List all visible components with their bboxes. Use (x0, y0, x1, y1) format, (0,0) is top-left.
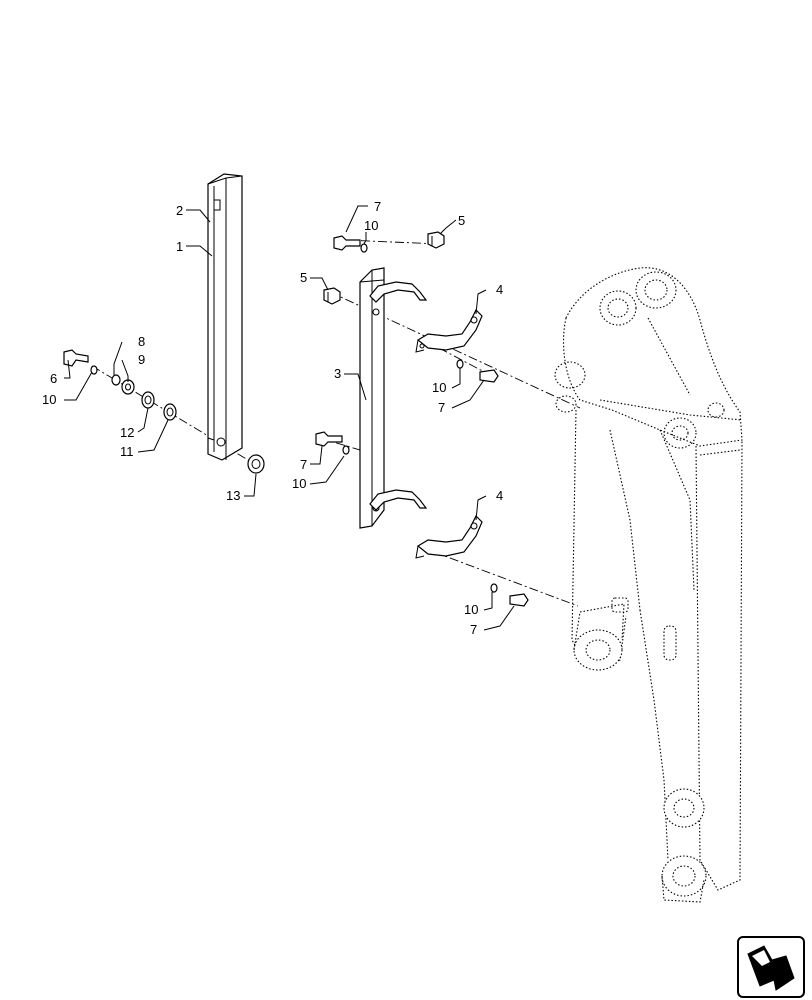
callout-10: 10 (292, 476, 306, 491)
part-11-washer[interactable] (163, 403, 177, 421)
callout-3: 3 (334, 366, 341, 381)
callout-leader-lines (64, 205, 515, 631)
next-page-arrow-icon[interactable] (737, 936, 805, 998)
callout-labels: 2 1 7 10 5 5 4 8 9 6 10 3 10 7 12 11 7 1… (42, 199, 503, 637)
part-7-bolt-d[interactable] (509, 593, 529, 607)
part-7-bolt-c[interactable] (315, 431, 343, 447)
part-13-washer[interactable] (247, 454, 265, 474)
callout-10: 10 (464, 602, 478, 617)
part-8-washer[interactable] (111, 374, 121, 386)
part-4-clamp-lower[interactable] (369, 489, 483, 559)
part-4-clamp-upper[interactable] (369, 281, 483, 353)
callout-7: 7 (374, 199, 381, 214)
part-10-washer-b[interactable] (456, 359, 464, 369)
part-12-washer[interactable] (141, 391, 155, 409)
callout-13: 13 (226, 488, 240, 503)
callout-6: 6 (50, 371, 57, 386)
callout-8: 8 (138, 334, 145, 349)
part-3-plate[interactable] (359, 267, 385, 529)
part-7-bolt-b[interactable] (479, 369, 499, 383)
part-1-long-bar[interactable] (207, 173, 243, 461)
part-7-bolt-a[interactable] (333, 235, 361, 251)
part-9-washer[interactable] (121, 379, 135, 395)
callout-7: 7 (438, 400, 445, 415)
callout-4: 4 (496, 282, 503, 297)
part-10-washer-e[interactable] (90, 365, 98, 375)
callout-2: 2 (176, 203, 183, 218)
part-10-washer-a[interactable] (360, 243, 368, 253)
callout-12: 12 (120, 425, 134, 440)
callout-1: 1 (176, 239, 183, 254)
callout-9: 9 (138, 352, 145, 367)
part-5-clip-lower[interactable] (323, 287, 341, 305)
callout-5: 5 (300, 270, 307, 285)
part-10-washer-d[interactable] (490, 583, 498, 593)
callout-7: 7 (300, 457, 307, 472)
boom-arm-outline (554, 267, 743, 903)
callout-10: 10 (364, 218, 378, 233)
callout-4: 4 (496, 488, 503, 503)
part-5-clip-upper[interactable] (427, 231, 445, 249)
callout-10: 10 (42, 392, 56, 407)
part-6-bolt[interactable] (63, 349, 89, 367)
part-10-washer-c[interactable] (342, 445, 350, 455)
callout-11: 11 (120, 444, 134, 459)
callout-5: 5 (458, 213, 465, 228)
callout-10: 10 (432, 380, 446, 395)
callout-7: 7 (470, 622, 477, 637)
